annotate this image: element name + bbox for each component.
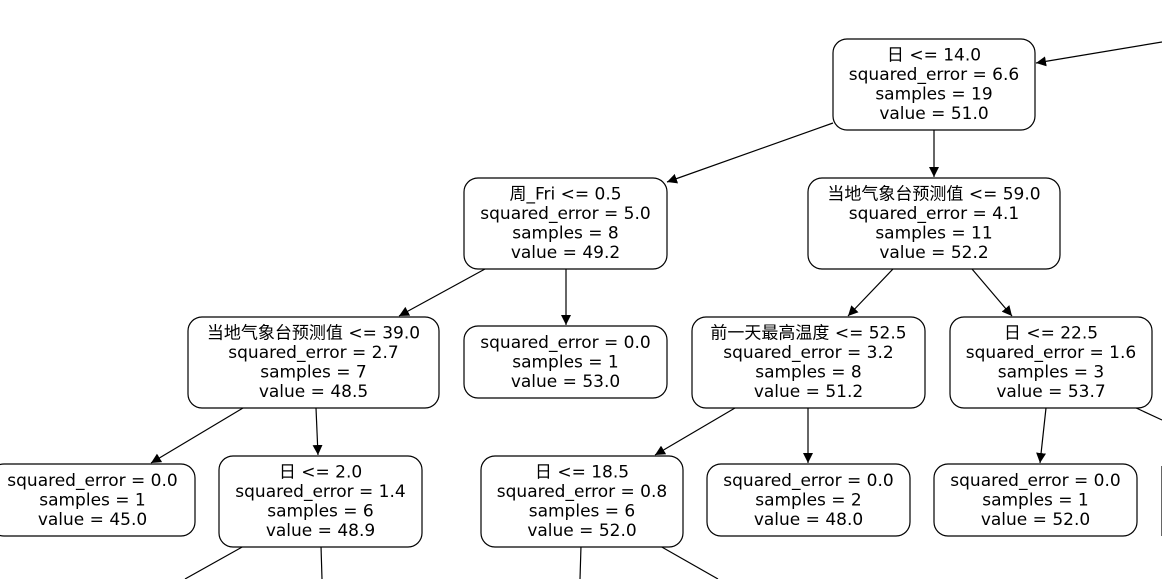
node-line: value = 48.0	[754, 510, 863, 530]
node-line: value = 51.2	[754, 382, 863, 402]
node-line: 日 <= 18.5	[535, 463, 629, 483]
node-line: squared_error = 1.4	[235, 482, 405, 502]
node-line: samples = 11	[875, 224, 992, 244]
node-line: samples = 6	[267, 502, 374, 522]
edge-from-offscreen-parent	[1035, 41, 1162, 67]
node-line: squared_error = 0.0	[480, 333, 650, 353]
node-box	[706, 463, 911, 537]
node-line: 周_Fri <= 0.5	[509, 185, 621, 205]
edge-n3-to-n7	[150, 407, 244, 464]
node-line: samples = 2	[755, 490, 862, 510]
node-box	[949, 316, 1153, 409]
node-line: 当地气象台预测值 <= 39.0	[207, 324, 420, 344]
node-line: squared_error = 0.8	[497, 482, 667, 502]
edge-to-offscreen-child	[1133, 406, 1162, 421]
edge-n3-to-n8	[312, 407, 323, 456]
node-line: squared_error = 0.0	[950, 471, 1120, 491]
node-line: value = 48.9	[266, 521, 375, 541]
node-line: samples = 19	[875, 85, 992, 105]
node-line: 日 <= 2.0	[279, 463, 362, 483]
node-line: squared_error = 1.6	[966, 343, 1136, 363]
node-line: squared_error = 2.7	[228, 343, 398, 363]
tree-edges	[150, 122, 1047, 464]
node-line: value = 48.5	[259, 382, 368, 402]
node-box	[832, 38, 1036, 131]
node-box	[463, 325, 668, 399]
edge-n0-to-n1	[666, 122, 834, 184]
node-line: samples = 1	[982, 490, 1089, 510]
node-line: squared_error = 6.6	[849, 65, 1019, 85]
node-line: 日 <= 22.5	[1004, 324, 1098, 344]
node-line: squared_error = 3.2	[723, 343, 893, 363]
edge-n2-to-n5	[847, 268, 894, 317]
node-line: squared_error = 0.0	[723, 471, 893, 491]
node-line: samples = 1	[512, 352, 619, 372]
node-line: value = 51.0	[879, 104, 988, 124]
node-line: squared_error = 5.0	[480, 204, 650, 224]
node-line: 前一天最高温度 <= 52.5	[710, 324, 906, 344]
edge-n5-to-n9	[654, 407, 736, 456]
node-line: samples = 8	[512, 224, 619, 244]
node-line: samples = 3	[998, 363, 1105, 383]
node-line: value = 52.0	[981, 510, 1090, 530]
edge-to-offscreen-child	[320, 545, 323, 579]
node-line: value = 49.2	[511, 243, 620, 263]
edge-n6-to-n11	[1036, 407, 1047, 464]
node-line: 日 <= 14.0	[887, 46, 981, 66]
node-line: value = 45.0	[38, 510, 147, 530]
node-box	[187, 316, 440, 409]
node-line: samples = 7	[260, 363, 367, 383]
node-box	[480, 455, 684, 548]
node-box	[218, 455, 423, 548]
node-line: squared_error = 4.1	[849, 204, 1019, 224]
edge-to-offscreen-child	[659, 545, 719, 579]
edge-to-offscreen-child	[184, 545, 245, 579]
cropped-edges	[184, 41, 1162, 579]
node-line: value = 53.7	[996, 382, 1105, 402]
node-box	[0, 463, 196, 537]
node-line: samples = 6	[529, 502, 636, 522]
edge-n2-to-n6	[971, 268, 1013, 317]
node-line: value = 53.0	[511, 372, 620, 392]
node-line: samples = 8	[755, 363, 862, 383]
node-line: value = 52.0	[527, 521, 636, 541]
node-line: value = 52.2	[879, 243, 988, 263]
edge-n1-to-n3	[398, 268, 486, 317]
node-line: 当地气象台预测值 <= 59.0	[827, 185, 1040, 205]
node-line: squared_error = 0.0	[7, 471, 177, 491]
node-box	[807, 177, 1061, 270]
edge-to-offscreen-child	[579, 545, 582, 579]
node-box	[933, 463, 1138, 537]
node-box	[691, 316, 926, 409]
node-line: samples = 1	[39, 490, 146, 510]
node-box	[463, 177, 668, 270]
